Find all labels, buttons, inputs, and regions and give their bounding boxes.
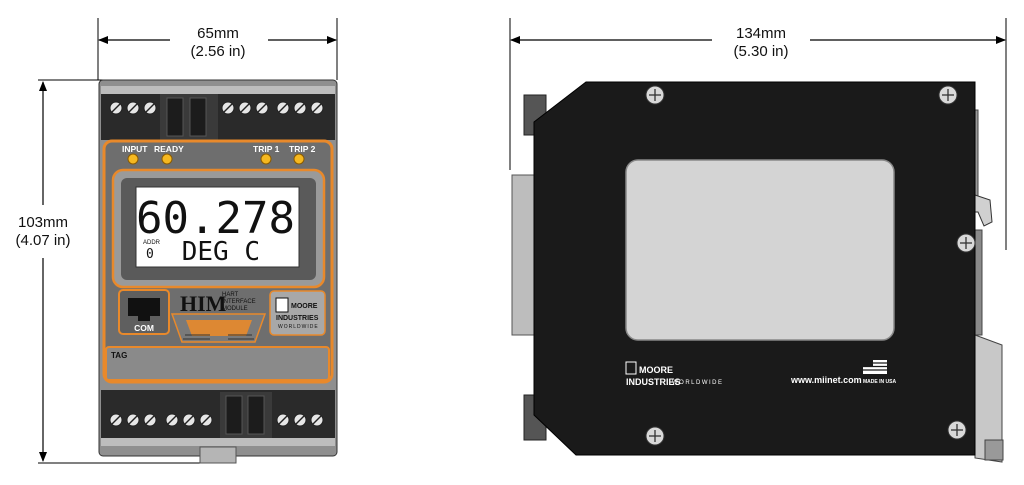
tag-panel: TAG bbox=[105, 346, 330, 381]
com-label: COM bbox=[134, 323, 154, 333]
him-logo: HIM bbox=[180, 291, 227, 316]
us-flag-icon bbox=[863, 360, 887, 374]
front-width-mm: 65mm bbox=[197, 25, 239, 42]
addr-value: 0 bbox=[146, 247, 154, 262]
website-url: www.miinet.com bbox=[790, 375, 862, 385]
side-width-in: (5.30 in) bbox=[733, 43, 788, 60]
display-unit: DEG C bbox=[182, 237, 260, 267]
tag-label: TAG bbox=[111, 351, 127, 360]
input-led-icon bbox=[127, 153, 139, 165]
made-in-label: MADE IN USA bbox=[863, 379, 896, 385]
side-moore-logo-icon bbox=[625, 361, 637, 375]
lcd-display: 60.278 DEG C ADDR 0 bbox=[135, 186, 300, 268]
led-trip1-label: TRIP 1 bbox=[253, 144, 280, 154]
front-view-device: INPUT READY TRIP 1 TRIP 2 60.278 DEG C A… bbox=[98, 79, 338, 464]
side-view-device: MOORE INDUSTRIES WORLDWIDE www.miinet.co… bbox=[511, 81, 1004, 463]
him-line3: MODULE bbox=[222, 306, 248, 312]
side-screws bbox=[645, 85, 976, 446]
side-brand-line1: MOORE bbox=[639, 365, 673, 375]
label-window bbox=[625, 159, 895, 341]
side-width-mm: 134mm bbox=[736, 25, 786, 42]
him-module: HIM HART INTERFACE MODULE bbox=[170, 291, 267, 343]
display-value: 60.278 bbox=[136, 193, 295, 244]
height-in: (4.07 in) bbox=[15, 232, 70, 249]
ready-led-icon bbox=[161, 153, 173, 165]
front-brand-line2: INDUSTRIES bbox=[276, 315, 319, 322]
front-brand-line3: WORLDWIDE bbox=[278, 324, 319, 330]
him-line1: HART bbox=[222, 292, 239, 298]
led-ready-label: READY bbox=[154, 144, 184, 154]
led-input-label: INPUT bbox=[122, 144, 148, 154]
trip2-led-icon bbox=[293, 153, 305, 165]
front-width-in: (2.56 in) bbox=[190, 43, 245, 60]
top-terminal-block bbox=[101, 86, 335, 140]
side-brand-line2: INDUSTRIES bbox=[626, 377, 681, 387]
him-line2: INTERFACE bbox=[222, 299, 256, 305]
height-dimension: 103mm (4.07 in) bbox=[15, 79, 200, 464]
addr-label: ADDR bbox=[143, 240, 161, 246]
front-brand-line1: MOORE bbox=[291, 303, 318, 310]
led-trip2-label: TRIP 2 bbox=[289, 144, 316, 154]
trip1-led-icon bbox=[260, 153, 272, 165]
height-mm: 103mm bbox=[18, 214, 68, 231]
front-width-dimension: 65mm (2.56 in) bbox=[97, 18, 338, 80]
com-port: COM bbox=[118, 289, 170, 335]
front-brand-badge: MOORE INDUSTRIES WORLDWIDE bbox=[269, 290, 326, 336]
moore-logo-icon bbox=[275, 297, 289, 313]
side-brand: MOORE INDUSTRIES WORLDWIDE bbox=[625, 361, 724, 387]
side-brand-line3: WORLDWIDE bbox=[672, 380, 724, 386]
side-width-dimension: 134mm (5.30 in) bbox=[509, 18, 1007, 250]
status-leds: INPUT READY TRIP 1 TRIP 2 bbox=[122, 144, 316, 165]
